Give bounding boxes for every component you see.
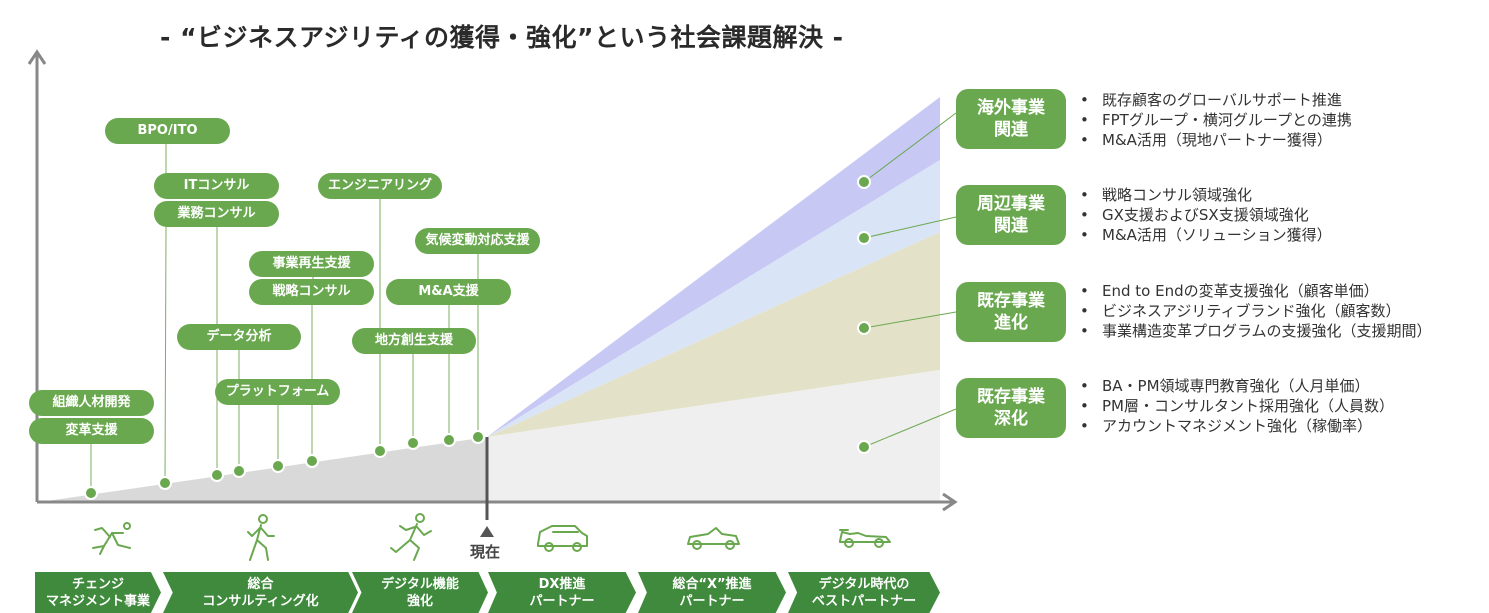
evolve-bullet-list: End to Endの変革支援強化（顧客単価） ビジネスアジリティブランド強化（…	[1080, 281, 1432, 341]
now-label: 現在	[470, 543, 501, 561]
category-connectors	[863, 112, 957, 448]
phase-line1: DX推進	[538, 576, 586, 592]
milestone-point	[305, 454, 319, 468]
category-overseas-line2: 関連	[994, 120, 1028, 140]
band-points	[857, 175, 871, 454]
phase-dx-partner: DX推進 パートナー	[488, 572, 636, 613]
list-item: End to Endの変革支援強化（顧客単価）	[1080, 281, 1432, 301]
category-overseas: 海外事業 関連	[956, 89, 1066, 149]
category-deepen-line1: 既存事業	[977, 387, 1045, 407]
sedan-car-icon	[537, 525, 588, 552]
list-item: GX支援およびSX支援領域強化	[1080, 205, 1332, 225]
category-adjacent: 周辺事業 関連	[956, 185, 1066, 245]
convertible-car-icon	[687, 527, 740, 550]
service-pill-strategy-consulting: 戦略コンサル	[249, 279, 374, 305]
milestone-point	[232, 464, 246, 478]
running-person-icon	[390, 513, 432, 561]
milestone-point	[442, 433, 456, 447]
list-item: FPTグループ・横河グループとの連携	[1080, 110, 1352, 130]
band-point	[857, 440, 871, 454]
phase-line2: マネジメント事業	[45, 593, 150, 609]
milestone-point	[84, 486, 98, 500]
service-pill-engineering: エンジニアリング	[318, 173, 442, 199]
category-evolve: 既存事業 進化	[956, 282, 1066, 342]
phase-line2: パートナー	[529, 593, 595, 609]
phase-line2: コンサルティング化	[202, 593, 319, 609]
service-pill-data-analysis: データ分析	[177, 324, 301, 350]
list-item: M&A活用（ソリューション獲得）	[1080, 225, 1332, 245]
service-pill-bpo-ito: BPO/ITO	[105, 118, 230, 144]
band-evolve	[487, 232, 940, 437]
milestone-point	[158, 476, 172, 490]
phase-line1: デジタル機能	[381, 576, 459, 592]
phase-best-partner: デジタル時代の ベストパートナー	[788, 572, 940, 613]
deepen-bullet-list: BA・PM領域専門教育強化（人月単価） PM層・コンサルタント採用強化（人員数）…	[1080, 376, 1394, 436]
category-overseas-line1: 海外事業	[977, 98, 1045, 118]
service-pill-business-consulting: 業務コンサル	[154, 201, 279, 227]
band-adjacent	[487, 160, 940, 437]
phase-line2: ベストパートナー	[811, 593, 917, 609]
page-title: - “ビジネスアジリティの獲得・強化”という社会課題解決 -	[160, 23, 844, 52]
milestone-point	[406, 436, 420, 450]
phase-change-management: チェンジ マネジメント事業	[35, 572, 161, 613]
service-pill-ma-support: M&A支援	[386, 279, 511, 305]
past-area	[40, 437, 487, 502]
service-pill-transformation-support: 変革支援	[29, 418, 154, 444]
phase-line1: チェンジ	[71, 576, 124, 592]
list-item: BA・PM領域専門教育強化（人月単価）	[1080, 376, 1394, 396]
list-item: 事業構造変革プログラムの支援強化（支援期間）	[1080, 321, 1432, 341]
category-deepen: 既存事業 深化	[956, 378, 1066, 438]
milestone-point	[271, 459, 285, 473]
service-pill-business-revitalization: 事業再生支援	[249, 251, 374, 277]
phase-x-partner: 総合“X”推進 パートナー	[638, 572, 786, 613]
category-evolve-line1: 既存事業	[977, 291, 1045, 311]
service-pill-platform: プラットフォーム	[215, 379, 340, 405]
list-item: 既存顧客のグローバルサポート推進	[1080, 90, 1352, 110]
phase-line2: パートナー	[679, 593, 745, 609]
phase-digital-enhancement: デジタル機能 強化	[352, 572, 488, 613]
band-overseas	[487, 97, 940, 437]
service-pill-it-consulting: ITコンサル	[154, 173, 279, 199]
phase-line1: デジタル時代の	[818, 576, 910, 592]
list-item: M&A活用（現地パートナー獲得）	[1080, 130, 1352, 150]
adjacent-bullet-list: 戦略コンサル領域強化 GX支援およびSX支援領域強化 M&A活用（ソリューション…	[1080, 185, 1332, 245]
overseas-bullet-list: 既存顧客のグローバルサポート推進 FPTグループ・横河グループとの連携 M&A活…	[1080, 90, 1352, 150]
milestone-point	[210, 468, 224, 482]
list-item: ビジネスアジリティブランド強化（顧客数）	[1080, 301, 1432, 321]
band-point	[857, 321, 871, 335]
past-points	[84, 430, 485, 500]
walking-person-icon	[247, 514, 275, 561]
band-deepen	[487, 370, 940, 502]
list-item: 戦略コンサル領域強化	[1080, 185, 1332, 205]
phase-line1: 総合“X”推進	[672, 576, 752, 592]
category-adjacent-line2: 関連	[994, 216, 1028, 236]
service-pill-regional-revitalization: 地方創生支援	[352, 328, 476, 354]
milestone-point	[471, 430, 485, 444]
milestone-point	[373, 444, 387, 458]
list-item: PM層・コンサルタント採用強化（人員数）	[1080, 396, 1394, 416]
category-evolve-line2: 進化	[994, 313, 1028, 333]
band-point	[857, 231, 871, 245]
race-car-icon	[839, 529, 891, 548]
phase-comprehensive-consulting: 総合 コンサルティング化	[163, 572, 358, 613]
phase-line1: 総合	[247, 576, 274, 592]
now-marker-icon	[480, 526, 494, 537]
list-item: アカウントマネジメント強化（稼働率）	[1080, 416, 1394, 436]
category-adjacent-line1: 周辺事業	[977, 194, 1045, 214]
runner-start-icon	[92, 522, 131, 555]
category-deepen-line2: 深化	[994, 409, 1028, 429]
band-point	[857, 175, 871, 189]
service-pill-org-talent-development: 組織人材開発	[29, 390, 154, 416]
service-pill-climate-support: 気候変動対応支援	[415, 228, 540, 254]
phase-line2: 強化	[406, 593, 433, 609]
